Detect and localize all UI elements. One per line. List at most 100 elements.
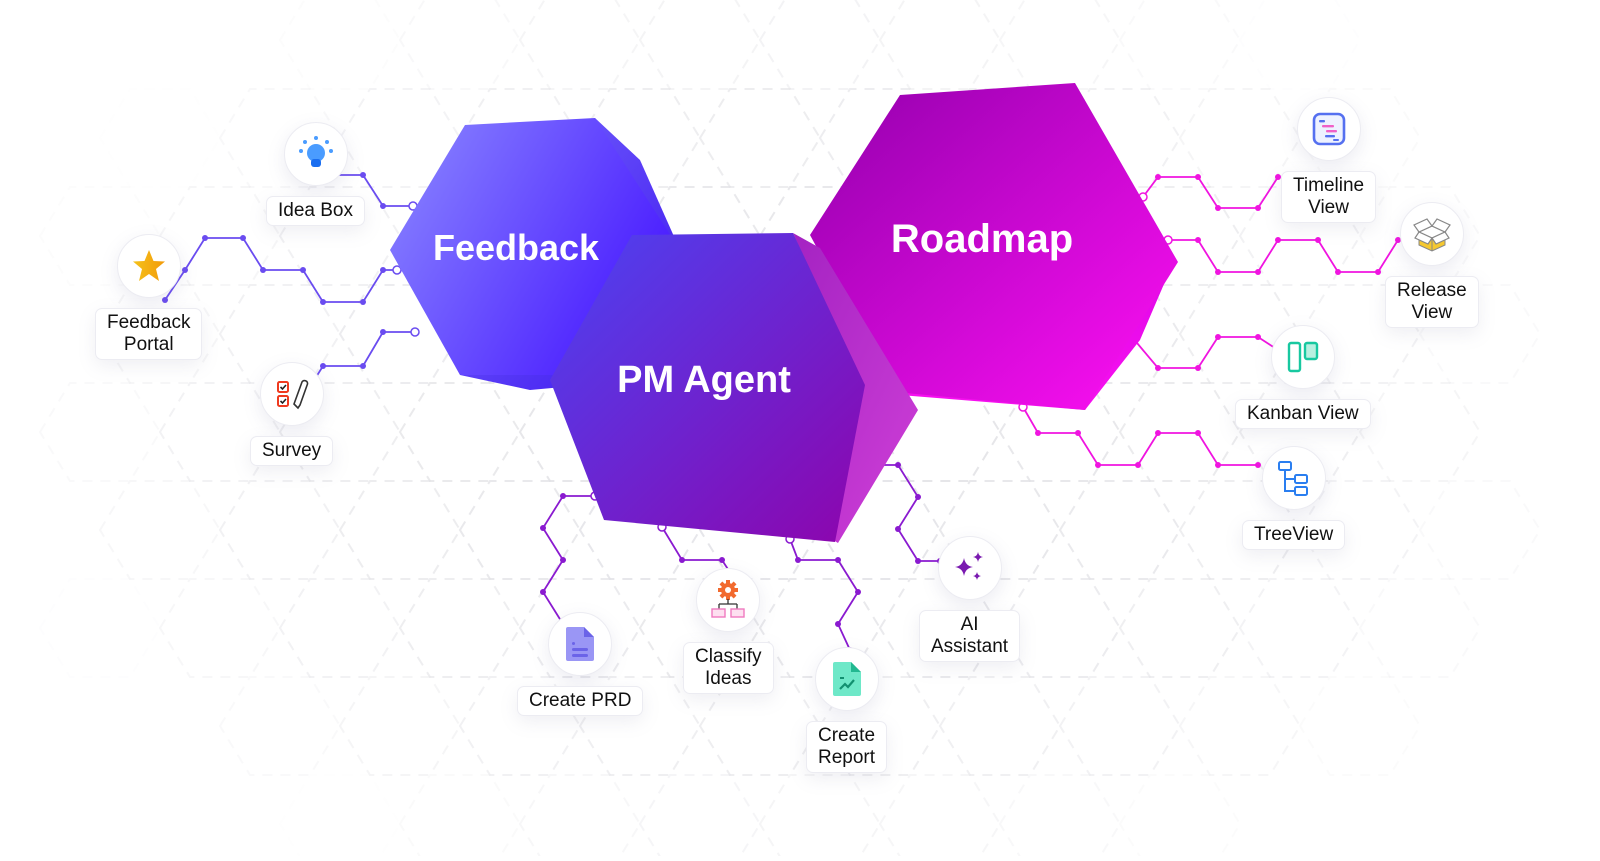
- hex-grid-cell: [1298, 676, 1422, 776]
- connector-dot: [1255, 205, 1261, 211]
- connector-dot: [1215, 205, 1221, 211]
- node-create-report[interactable]: Create Report: [806, 647, 888, 773]
- hex-grid-cell: [278, 774, 402, 861]
- connector-dot: [300, 267, 306, 273]
- connector-dot: [855, 589, 861, 595]
- hex-grid-cell: [518, 578, 642, 678]
- connector-pm-agent: [879, 464, 940, 562]
- node-survey[interactable]: Survey: [250, 362, 334, 466]
- connector-dot: [1155, 174, 1161, 180]
- node-timeline-view[interactable]: Timeline View: [1281, 97, 1377, 223]
- hex-grid-cell: [218, 284, 342, 384]
- node-release-view[interactable]: Release View: [1385, 202, 1479, 328]
- connector-dot: [1215, 462, 1221, 468]
- connector-dot: [1195, 237, 1201, 243]
- feedback-portal-label: Feedback Portal: [95, 308, 203, 360]
- connector-dot: [835, 557, 841, 563]
- release-view-icon-circle: [1399, 202, 1464, 266]
- classify-ideas-icon-circle: [696, 568, 761, 632]
- hex-grid-cell: [1238, 0, 1362, 90]
- node-idea-box[interactable]: Idea Box: [266, 122, 365, 226]
- ai-assistant-icon-circle: [937, 536, 1002, 600]
- hex-grid-cell: [1118, 0, 1242, 90]
- release-view-label: Release View: [1385, 276, 1479, 328]
- hex-grid-cell: [1238, 578, 1362, 678]
- connector-dot: [380, 329, 386, 335]
- connector-dot: [1255, 269, 1261, 275]
- hex-grid-cell: [1298, 480, 1422, 580]
- hex-grid-cell: [518, 774, 642, 861]
- hex-grid-cell: [398, 578, 522, 678]
- connector-feedback: [330, 174, 413, 207]
- connector-dot: [1135, 462, 1141, 468]
- connector-dot: [1215, 269, 1221, 275]
- connector-dot: [915, 558, 921, 564]
- connector-feedback: [164, 237, 397, 303]
- hex-grid-cell: [218, 676, 342, 776]
- gear-flow-icon: [711, 580, 745, 618]
- tree-icon: [1277, 461, 1308, 496]
- connector-dot: [560, 493, 566, 499]
- hex-grid-cell: [578, 676, 702, 776]
- hex-grid-cell: [398, 0, 522, 90]
- hex-grid-cell: [878, 774, 1002, 861]
- node-feedback-portal[interactable]: Feedback Portal: [95, 234, 203, 360]
- node-kanban-view[interactable]: Kanban View: [1235, 325, 1371, 429]
- connector-pm-agent: [789, 538, 860, 651]
- node-classify-ideas[interactable]: Classify Ideas: [683, 568, 774, 694]
- timeline-view-icon-circle: [1296, 97, 1361, 161]
- hex-grid-cell: [158, 578, 282, 678]
- connector-dot: [1095, 462, 1101, 468]
- hex-grid-cell: [278, 578, 402, 678]
- connector-dot: [162, 297, 168, 303]
- hex-grid-cell: [1358, 578, 1482, 678]
- node-treeview[interactable]: TreeView: [1242, 446, 1346, 550]
- hex-grid-cell: [1058, 480, 1182, 580]
- hub-pm-agent-label: PM Agent: [617, 359, 791, 401]
- connector-dot: [795, 557, 801, 563]
- connector-dot: [1275, 237, 1281, 243]
- hub-feedback-label: Feedback: [433, 227, 600, 268]
- kanban-icon: [1287, 341, 1319, 373]
- node-ai-assistant[interactable]: AI Assistant: [919, 536, 1021, 662]
- idea-box-label: Idea Box: [266, 196, 365, 226]
- connector-dot: [202, 235, 208, 241]
- hex-grid-cell: [638, 774, 762, 861]
- hex-grid-cell: [38, 382, 162, 482]
- hex-grid-cell: [158, 382, 282, 482]
- hub-pm-agent[interactable]: PM Agent: [550, 233, 918, 543]
- create-prd-label: Create PRD: [517, 686, 644, 716]
- connector-roadmap: [1142, 176, 1279, 209]
- connector-dot: [1195, 174, 1201, 180]
- hub-roadmap[interactable]: Roadmap: [810, 83, 1178, 410]
- connector-dot: [540, 589, 546, 595]
- hex-grid-cell: [878, 0, 1002, 90]
- timeline-view-label: Timeline View: [1281, 171, 1377, 223]
- connector-dot: [182, 267, 188, 273]
- node-create-prd[interactable]: Create PRD: [517, 612, 644, 716]
- hex-grid-cell: [758, 774, 882, 861]
- hex-grid-cell: [1358, 382, 1482, 482]
- survey-label: Survey: [250, 436, 334, 466]
- hex-grid-cell: [998, 774, 1122, 861]
- hex-grid-cell: [218, 480, 342, 580]
- connector-dot: [1195, 365, 1201, 371]
- hex-grid-cell: [38, 578, 162, 678]
- connector-dot: [1195, 430, 1201, 436]
- kanban-view-label: Kanban View: [1235, 399, 1371, 429]
- connector-dot: [895, 462, 901, 468]
- hub-pm-agent-face: [550, 233, 865, 542]
- connector-dot: [260, 267, 266, 273]
- hub-roadmap-face: [810, 83, 1178, 410]
- connector-dot: [1215, 334, 1221, 340]
- survey-icon-circle: [259, 362, 324, 426]
- survey-checklist-icon: [276, 379, 308, 410]
- connector-dot: [1075, 430, 1081, 436]
- hex-grid-cell: [638, 0, 762, 90]
- hex-grid-cell: [398, 774, 522, 861]
- hex-grid-cell: [398, 382, 522, 482]
- connector-dot: [320, 363, 326, 369]
- treeview-icon-circle: [1261, 446, 1326, 510]
- connector-dot: [560, 557, 566, 563]
- connector-dot: [1155, 365, 1161, 371]
